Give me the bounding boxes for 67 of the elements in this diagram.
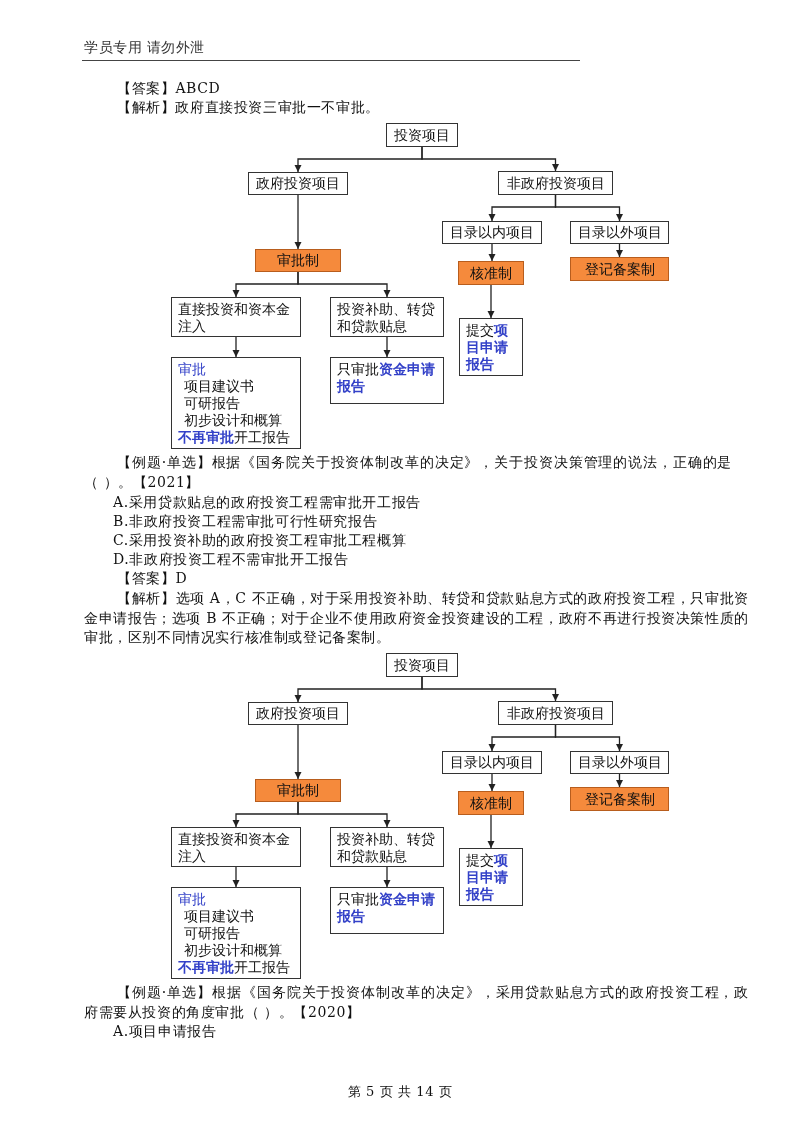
arrow <box>488 773 496 792</box>
method-box: 登记备案制 <box>570 787 669 811</box>
header-text: 学员专用 请勿外泄 <box>84 38 205 57</box>
process-box: 只审批资金申请报告 <box>330 887 444 934</box>
process-box: 直接投资和资本金注入 <box>171 297 301 337</box>
process-box <box>171 357 301 449</box>
process-box: 目录以外项目 <box>570 221 669 244</box>
process-box: 政府投资项目 <box>248 702 348 725</box>
list-item: 初步设计和概算 <box>183 942 283 959</box>
process-box: 提交项目申请报告 <box>459 848 523 906</box>
arrow <box>294 724 302 780</box>
process-box: 目录以内项目 <box>442 751 542 774</box>
method-box: 登记备案制 <box>570 257 669 281</box>
process-box: 直接投资和资本金注入 <box>171 827 301 867</box>
arrow <box>232 866 240 888</box>
list-item: 初步设计和概算 <box>183 412 283 429</box>
process-box: 投资补助、转贷和贷款贴息 <box>330 297 444 337</box>
process-box: 投资补助、转贷和贷款贴息 <box>330 827 444 867</box>
explanation-text: 【解析】政府直接投资三审批一不审批。 <box>117 98 380 117</box>
process-box: 投资项目 <box>386 653 458 677</box>
method-box: 审批制 <box>255 249 341 272</box>
arrow <box>616 773 623 788</box>
answer-text: 【答案】D <box>117 569 188 588</box>
list-heading: 审批 <box>178 891 207 908</box>
list-item: 项目建议书 <box>183 908 255 925</box>
option-text: A.采用贷款贴息的政府投资工程需审批开工报告 <box>113 493 421 512</box>
process-box: 只审批资金申请报告 <box>330 357 444 404</box>
arrow <box>487 284 495 319</box>
process-box: 非政府投资项目 <box>498 171 613 195</box>
arrow <box>488 243 496 262</box>
arrow <box>294 194 302 250</box>
explanation-text: 【解析】选项 A，C 不正确，对于采用投资补助、转贷和贷款贴息方式的政府投资工程，只审批资金申请报告；选项 B 不正确；对于企业不使用政府资金投资建设的工程，政府不再进行投资决策性质的审批，区别不同情况实行核准制或登记备案制。 <box>84 589 749 648</box>
question-text: 【例题·单选】根据《国务院关于投资体制改革的决定》，关于投资决策管理的说法，正确的是（ ）。【2021】 <box>84 453 732 492</box>
arrow <box>297 271 391 298</box>
page-number: 第 5 页 共 14 页 <box>346 1083 454 1101</box>
option-text: B.非政府投资工程需审批可行性研究报告 <box>113 512 378 531</box>
process-box: 非政府投资项目 <box>498 701 613 725</box>
list-item: 可研报告 <box>183 925 241 942</box>
list-item: 不再审批开工报告 <box>178 429 291 446</box>
arrow <box>297 801 391 828</box>
process-box: 投资项目 <box>386 123 458 147</box>
arrow <box>616 243 623 258</box>
method-box: 核准制 <box>458 261 524 285</box>
option-text: A.项目申请报告 <box>113 1022 217 1041</box>
question-text: 【例题·单选】根据《国务院关于投资体制改革的决定》，采用贷款贴息方式的政府投资工程，政府需要从投资的角度审批（ ）。【2020】 <box>84 983 749 1022</box>
arrow <box>421 146 559 172</box>
process-box: 目录以内项目 <box>442 221 542 244</box>
arrow <box>554 194 623 222</box>
list-heading: 审批 <box>178 361 207 378</box>
option-text: D.非政府投资工程不需审批开工报告 <box>113 550 349 569</box>
list-item: 可研报告 <box>183 395 241 412</box>
arrow <box>421 676 559 702</box>
arrow <box>554 724 623 752</box>
process-box: 目录以外项目 <box>570 751 669 774</box>
arrow <box>383 866 391 888</box>
process-box: 提交项目申请报告 <box>459 318 523 376</box>
method-box: 审批制 <box>255 779 341 802</box>
option-text: C.采用投资补助的政府投资工程审批工程概算 <box>113 531 407 550</box>
answer-text: 【答案】ABCD <box>117 79 221 98</box>
process-box: 政府投资项目 <box>248 172 348 195</box>
method-box: 核准制 <box>458 791 524 815</box>
arrow <box>383 336 391 358</box>
list-item: 项目建议书 <box>183 378 255 395</box>
arrow <box>487 814 495 849</box>
process-box <box>171 887 301 979</box>
list-item: 不再审批开工报告 <box>178 959 291 976</box>
arrow <box>232 336 240 358</box>
